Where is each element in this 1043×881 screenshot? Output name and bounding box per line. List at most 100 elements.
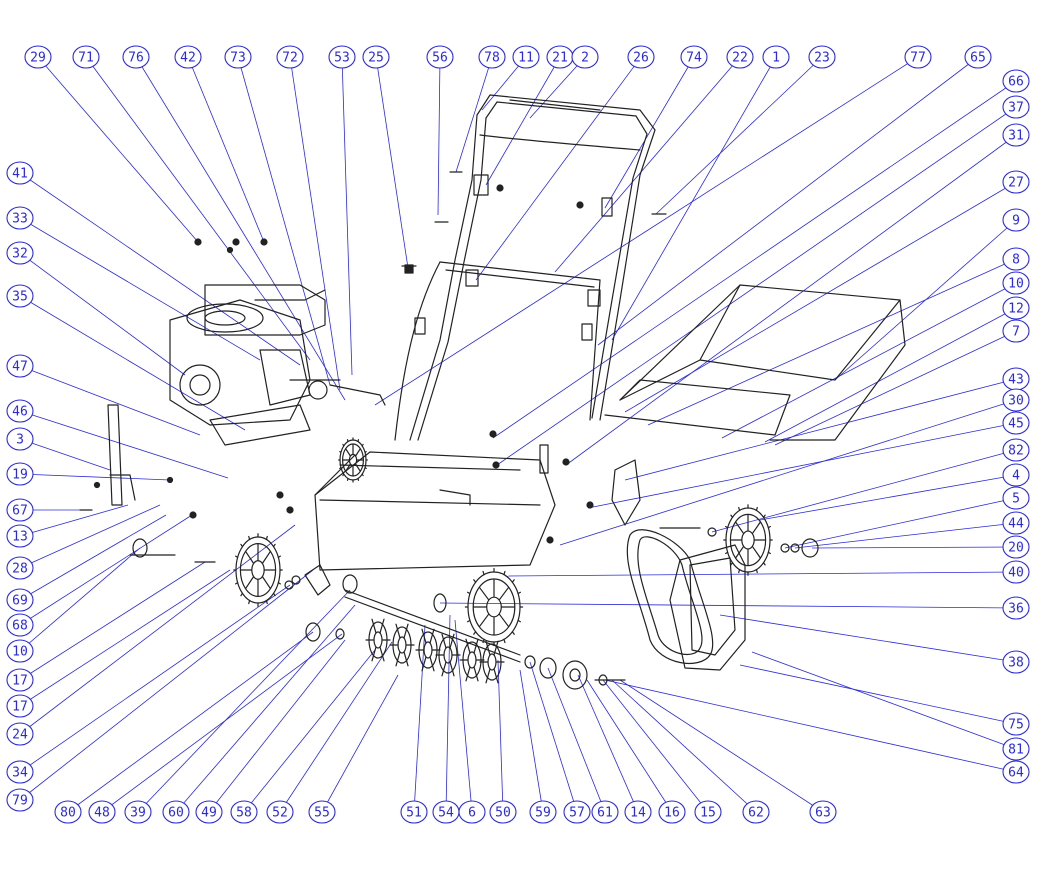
leader-line-6: [455, 620, 472, 812]
callout-number: 26: [633, 51, 649, 66]
callout-number: 71: [78, 51, 94, 66]
callout-9: 9: [1003, 209, 1029, 231]
callout-10l: 10: [7, 640, 33, 662]
leader-line-29: [38, 57, 198, 242]
leader-line-81: [752, 652, 1016, 749]
leader-line-30: [560, 400, 1016, 545]
callout-number: 48: [94, 806, 110, 821]
callout-number: 53: [334, 51, 350, 66]
callout-12: 12: [1003, 297, 1029, 319]
leader-line-56: [438, 57, 440, 215]
callout-number: 33: [12, 212, 28, 227]
callout-number: 64: [1008, 766, 1024, 781]
callout-number: 79: [12, 794, 28, 809]
callout-68: 68: [7, 614, 33, 636]
leader-line-69: [20, 515, 166, 600]
callout-61: 61: [592, 801, 618, 823]
callout-67: 67: [7, 499, 33, 521]
callout-10r: 10: [1003, 272, 1029, 294]
callout-number: 82: [1008, 444, 1024, 459]
callout-6: 6: [459, 801, 485, 823]
callout-20: 20: [1003, 536, 1029, 558]
callout-number: 22: [732, 51, 748, 66]
pins: [80, 172, 700, 680]
callout-48: 48: [89, 801, 115, 823]
leader-lines: [20, 57, 1016, 812]
front-left-wheel: [234, 534, 282, 607]
callout-number: 21: [552, 51, 568, 66]
callout-4: 4: [1003, 464, 1029, 486]
leader-line-47: [20, 366, 200, 435]
callout-53: 53: [329, 46, 355, 68]
callout-number: 61: [597, 806, 613, 821]
drive-belt: [627, 530, 712, 664]
grass-bag: [605, 285, 905, 440]
callout-7: 7: [1003, 320, 1029, 342]
callout-56: 56: [427, 46, 453, 68]
callout-number: 12: [1008, 302, 1024, 317]
callout-number: 29: [30, 51, 46, 66]
callout-52: 52: [267, 801, 293, 823]
callout-number: 3: [16, 433, 24, 448]
engine-bolts: [95, 185, 594, 543]
callout-number: 74: [686, 51, 702, 66]
leader-line-45: [588, 423, 1016, 508]
callout-35: 35: [7, 285, 33, 307]
callout-3: 3: [7, 428, 33, 450]
callout-79: 79: [7, 789, 33, 811]
callout-28: 28: [7, 557, 33, 579]
callout-11: 11: [513, 46, 539, 68]
rear-left-wheel: [339, 438, 368, 482]
leader-line-19: [20, 474, 170, 480]
leader-line-61: [548, 668, 605, 812]
blade-discs: [366, 619, 504, 683]
callout-number: 42: [180, 51, 196, 66]
callout-number: 43: [1008, 373, 1024, 388]
leader-line-73: [238, 57, 330, 385]
callout-number: 77: [910, 51, 926, 66]
callout-40: 40: [1003, 561, 1029, 583]
callout-22: 22: [727, 46, 753, 68]
callout-45: 45: [1003, 412, 1029, 434]
blade-disc-4: [436, 634, 460, 676]
callout-number: 44: [1008, 517, 1024, 532]
wheel-side-parts: [133, 528, 818, 641]
callout-15: 15: [695, 801, 721, 823]
callout-number: 73: [230, 51, 246, 66]
callout-number: 78: [484, 51, 500, 66]
callout-77: 77: [905, 46, 931, 68]
leader-line-82: [712, 450, 1016, 532]
callout-number: 34: [12, 766, 28, 781]
upper-handle: [410, 95, 655, 440]
callout-number: 52: [272, 806, 288, 821]
callout-57: 57: [564, 801, 590, 823]
callout-75: 75: [1003, 713, 1029, 735]
callout-number: 14: [630, 806, 646, 821]
leader-line-25: [376, 57, 408, 268]
callout-number: 40: [1008, 566, 1024, 581]
callout-42: 42: [175, 46, 201, 68]
blade-disc-5: [460, 639, 484, 681]
callout-number: 32: [12, 247, 28, 262]
callout-number: 47: [12, 360, 28, 375]
callout-number: 10: [12, 645, 28, 660]
leader-line-38: [720, 615, 1016, 662]
callout-31: 31: [1003, 124, 1029, 146]
callout-number: 1: [772, 51, 780, 66]
leader-line-49: [209, 640, 345, 812]
callout-16: 16: [659, 801, 685, 823]
callout-54: 54: [433, 801, 459, 823]
callout-number: 38: [1008, 656, 1024, 671]
callout-33: 33: [7, 207, 33, 229]
callout-65: 65: [965, 46, 991, 68]
callout-58: 58: [231, 801, 257, 823]
callout-60: 60: [163, 801, 189, 823]
leader-line-20: [812, 547, 1016, 548]
callout-39: 39: [125, 801, 151, 823]
callout-number: 56: [432, 51, 448, 66]
callout-number: 76: [128, 51, 144, 66]
callout-21: 21: [547, 46, 573, 68]
callout-78: 78: [479, 46, 505, 68]
